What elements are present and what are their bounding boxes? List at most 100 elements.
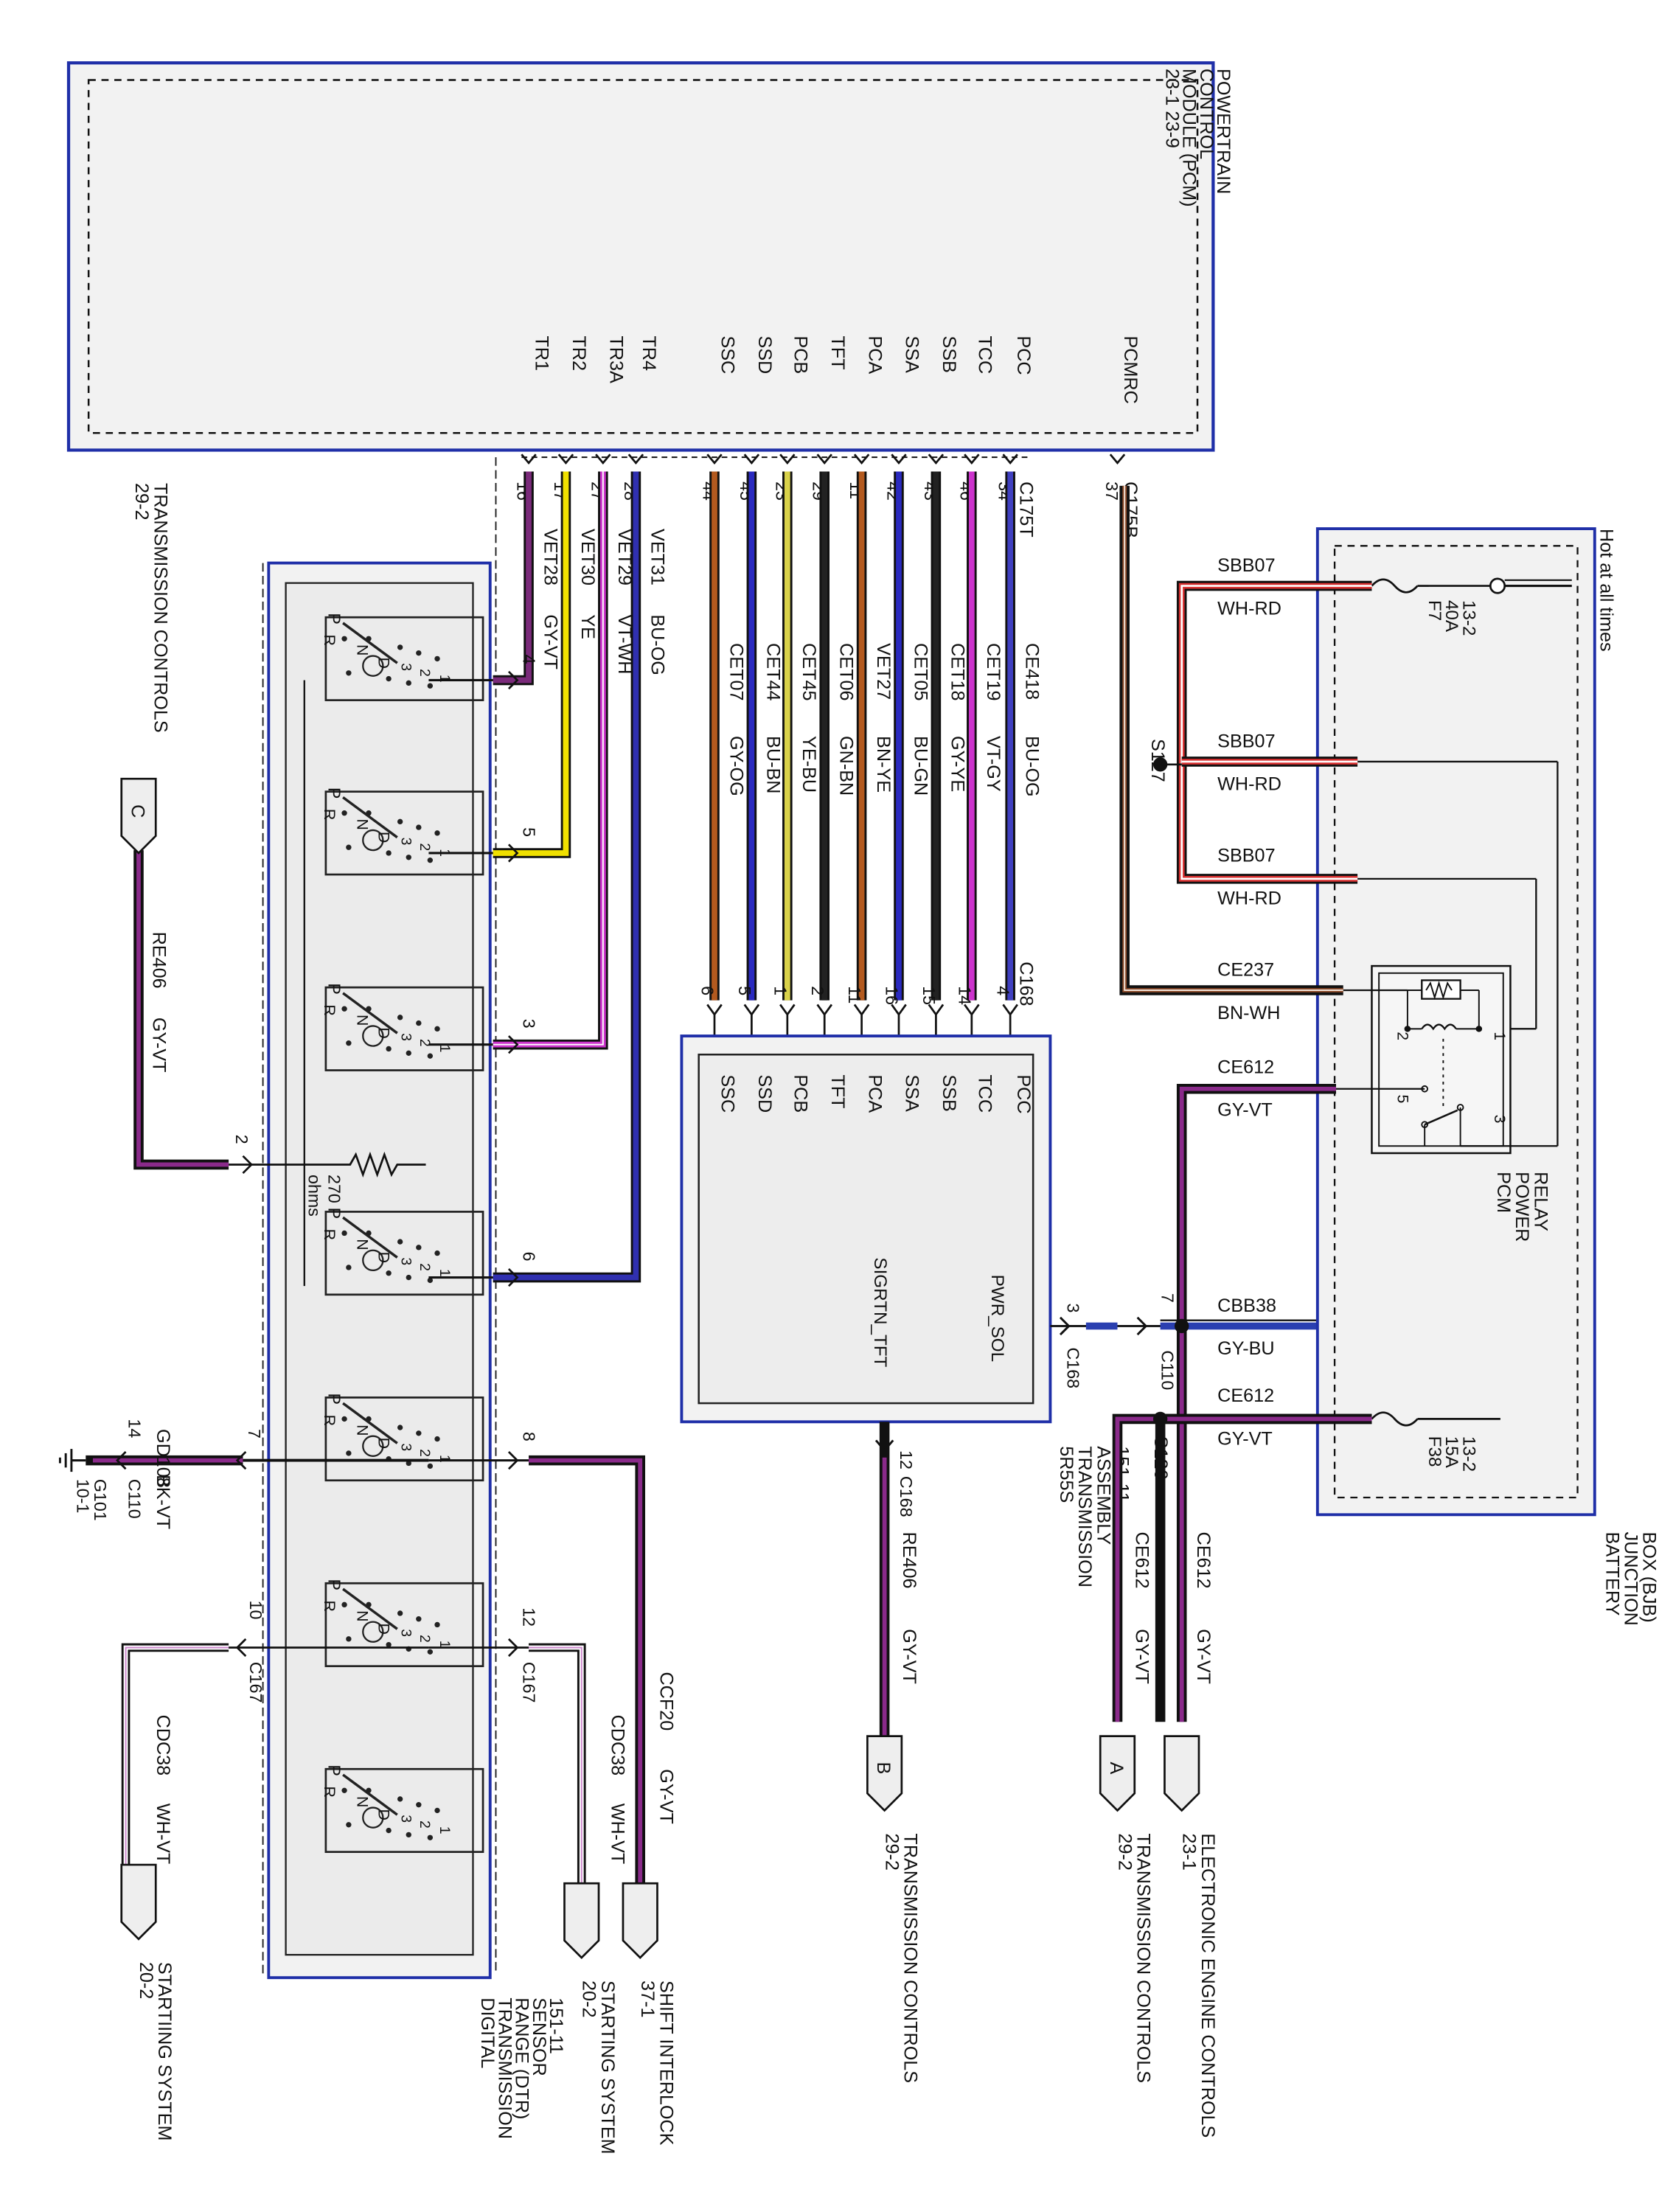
sbb07-wires: S127 <box>1147 580 1372 884</box>
pcm-pin-tr1: TR1 <box>532 335 552 371</box>
bjb-wire-circuit: CE612 <box>1217 1057 1274 1077</box>
pin-terminal-marker <box>891 453 907 465</box>
pin-terminal-marker <box>1109 453 1126 465</box>
svg-text:2: 2 <box>232 1135 251 1144</box>
bjb-wire-color: GY-VT <box>1217 1100 1273 1121</box>
ref-eec-arrow-line: 23-1 <box>1179 1833 1200 1870</box>
pin-terminal-marker <box>507 844 519 863</box>
wire-circuit-cet07: CET07 <box>726 643 746 700</box>
sigrtn-wire: 12 C168 RE406 GY-VT <box>874 1422 919 1736</box>
svg-text:CDC38: CDC38 <box>153 1715 173 1776</box>
pcm-pin-ssc: SSC <box>717 335 738 374</box>
pcm-pin-pcc: PCC <box>1013 335 1034 375</box>
gear-d: D <box>375 832 393 843</box>
cdc38-left-wire: 10 C167 CDC38 WH-VT <box>121 1601 429 1865</box>
pin-terminal-marker <box>816 453 832 465</box>
trans-pin-ssc: SSC <box>717 1074 738 1113</box>
ref-c-label: 29-2 <box>131 483 152 520</box>
wire-core <box>493 471 532 684</box>
gear-n: N <box>353 1015 371 1026</box>
pcm-pin-ssa: SSA <box>902 335 922 373</box>
wire-circuit-cet44: CET44 <box>763 643 784 700</box>
resistor-unit: ohms <box>305 1175 324 1217</box>
ref-a-arrow-line: 29-2 <box>1114 1833 1135 1870</box>
trans-pin-tft: TFT <box>827 1074 848 1108</box>
wire-circuit-cet45: CET45 <box>799 643 819 700</box>
pcm-pin-tr3a: TR3A <box>606 335 627 383</box>
trans-pin-ssd: SSD <box>754 1074 775 1113</box>
svg-text:RE406: RE406 <box>148 932 169 989</box>
svg-text:GY-VT: GY-VT <box>148 1018 169 1073</box>
trans-pin-num: 1 <box>771 986 790 995</box>
svg-text:RE406: RE406 <box>899 1532 919 1589</box>
wire-color-cet06: GN-BN <box>836 736 857 796</box>
trans-pin-ssa: SSA <box>902 1074 922 1112</box>
gear-r: R <box>321 634 338 645</box>
pin-terminal-marker <box>557 453 574 465</box>
pcm-pin-ssb: SSB <box>939 335 959 372</box>
wire-core <box>493 471 639 1281</box>
gear-3: 3 <box>398 663 414 671</box>
ref-b-arrow-line: 29-2 <box>882 1833 902 1870</box>
gear-2: 2 <box>417 1039 433 1047</box>
pwr-sol-label: PWR_SOL <box>987 1275 1007 1362</box>
svg-text:WH-VT: WH-VT <box>153 1804 173 1865</box>
svg-text:2: 2 <box>1394 1032 1411 1040</box>
svg-text:WH-VT: WH-VT <box>607 1804 627 1865</box>
pcm-module: POWERTRAIN CONTROL MODULE (PCM) 23-1 23-… <box>66 61 1234 501</box>
gear-r: R <box>321 809 338 820</box>
gear-d: D <box>375 1438 393 1449</box>
gear-r: R <box>321 1229 338 1240</box>
svg-text:C168: C168 <box>1064 1348 1083 1389</box>
svg-text:CDC38: CDC38 <box>607 1715 627 1776</box>
pin-terminal-marker <box>964 1004 980 1017</box>
dtr-pin-num: 4 <box>519 655 538 664</box>
pin-terminal-marker <box>627 453 644 465</box>
ref-startiing-system-arrow-line: STARTIING SYSTEM <box>154 1962 175 2141</box>
pin-terminal-marker <box>706 1004 723 1017</box>
ref-c-arrow-letter: C <box>127 804 147 818</box>
trans-pin-num: 2 <box>808 986 827 995</box>
ref-startiing-system-arrow-line: 20-2 <box>136 1962 156 1999</box>
gear-3: 3 <box>398 1629 414 1637</box>
gear-2: 2 <box>417 1449 433 1457</box>
bjb-wire-circuit: SBB07 <box>1217 846 1275 866</box>
wire-circuit-vet27: VET27 <box>873 643 894 700</box>
wire-stripe <box>493 471 604 1046</box>
gear-n: N <box>353 818 371 830</box>
bjb-wire-color: GY-VT <box>1217 1428 1273 1449</box>
svg-text:BK-VT: BK-VT <box>153 1475 173 1529</box>
gear-n: N <box>353 1239 371 1250</box>
gear-2: 2 <box>417 669 433 677</box>
battery-junction-box: Hot at all times BATTERY JUNCTION BOX (B… <box>1315 527 1659 1626</box>
dtr-pin-num: 3 <box>519 1019 538 1029</box>
gear-r: R <box>321 1786 338 1797</box>
ground-pin: 14 <box>125 1419 144 1438</box>
re406-c-wire: 2 RE406 GY-VT <box>133 850 305 1175</box>
gear-d: D <box>375 1624 393 1635</box>
trans-pin-tcc: TCC <box>975 1074 995 1113</box>
ref-starting-system-arrow-line: STARTING SYSTEM <box>597 1980 618 2154</box>
svg-text:C167: C167 <box>519 1662 538 1703</box>
bjb-wire-circuit: CBB38 <box>1217 1295 1276 1316</box>
splice-s126: S126 <box>1150 1436 1171 1480</box>
ccf20-wire: 8 CCF20 GY-VT <box>428 1432 676 1884</box>
dtr-pin-num: 6 <box>519 1252 538 1262</box>
pcm-pin-num-37: 37 <box>1102 481 1121 501</box>
pin-terminal-marker <box>507 670 519 690</box>
sigrtn-tft-label: SIGRTN_TFT <box>870 1257 890 1367</box>
bjb-wire-color: WH-RD <box>1217 774 1281 795</box>
pcm-pin-pcmrc: PCMRC <box>1120 335 1141 403</box>
pcm-pin-tcc: TCC <box>975 335 995 374</box>
svg-text:12: 12 <box>897 1450 916 1470</box>
ref-shift-interlock-arrow-line: 37-1 <box>637 1980 658 2017</box>
